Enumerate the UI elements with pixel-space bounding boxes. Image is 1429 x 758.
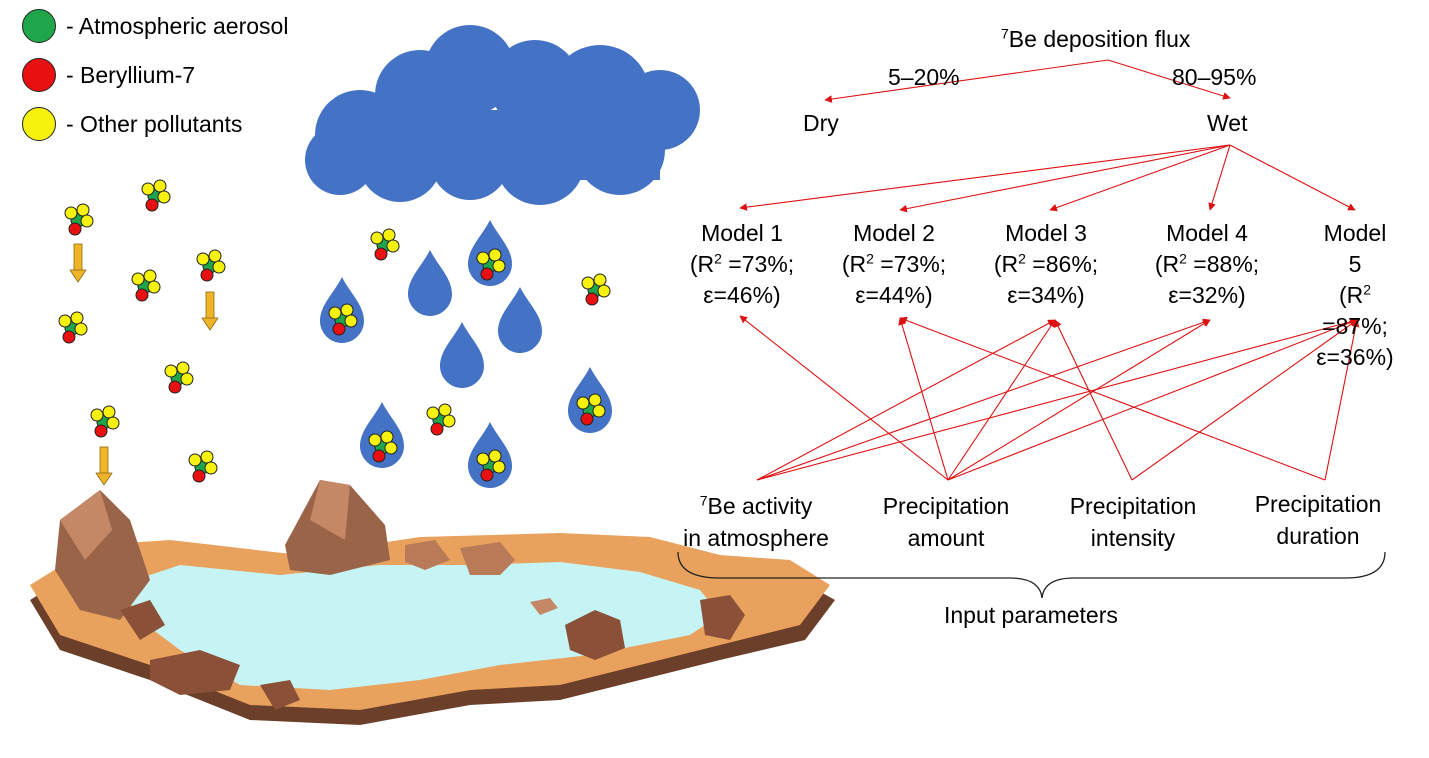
legend-label: - Atmospheric aerosol [66, 12, 289, 39]
input-be-activity: 7Be activity in atmosphere [683, 492, 829, 551]
input-precipitation-duration: Precipitation duration [1254, 491, 1382, 549]
legend-label: - Beryllium-7 [66, 61, 196, 88]
wet-label: Wet [1207, 110, 1248, 136]
cloud-shape [305, 25, 700, 205]
pond-landscape [30, 480, 835, 725]
legend-label: - Other pollutants [66, 110, 243, 137]
input-parameters-label: Input parameters [944, 602, 1118, 628]
dry-label: Dry [803, 110, 839, 136]
model-2: Model 2 (R2 =73%; ε=44%) [841, 220, 947, 308]
input-brace [677, 551, 1386, 599]
rain-drops [320, 220, 612, 488]
model-3: Model 3 (R2 =86%; ε=34%) [993, 220, 1099, 308]
legend-item-aerosol: - Atmospheric aerosol [22, 9, 288, 43]
input-precipitation-intensity: Precipitation intensity [1069, 493, 1197, 551]
wet-percent: 80–95% [1172, 64, 1257, 90]
model-5: Model 5 (R2 =87%; ε=36%) [1316, 220, 1394, 370]
pollutant-dot-icon [22, 107, 56, 141]
wet-to-model-arrows [739, 144, 1356, 213]
legend-item-pollutants: - Other pollutants [22, 107, 242, 141]
deposition-flux-title: 7Be deposition flux [1001, 25, 1191, 52]
model-1: Model 1 (R2 =73%; ε=46%) [689, 220, 795, 308]
dry-percent: 5–20% [888, 64, 960, 90]
aerosol-dot-icon [22, 9, 56, 43]
input-to-model-arrows [739, 315, 1360, 481]
flux-arrows [824, 59, 1231, 103]
beryllium-dot-icon [22, 58, 56, 92]
model-4: Model 4 (R2 =88%; ε=32%) [1154, 220, 1260, 308]
legend-item-beryllium: - Beryllium-7 [22, 58, 195, 92]
input-precipitation-amount: Precipitation amount [882, 493, 1010, 551]
